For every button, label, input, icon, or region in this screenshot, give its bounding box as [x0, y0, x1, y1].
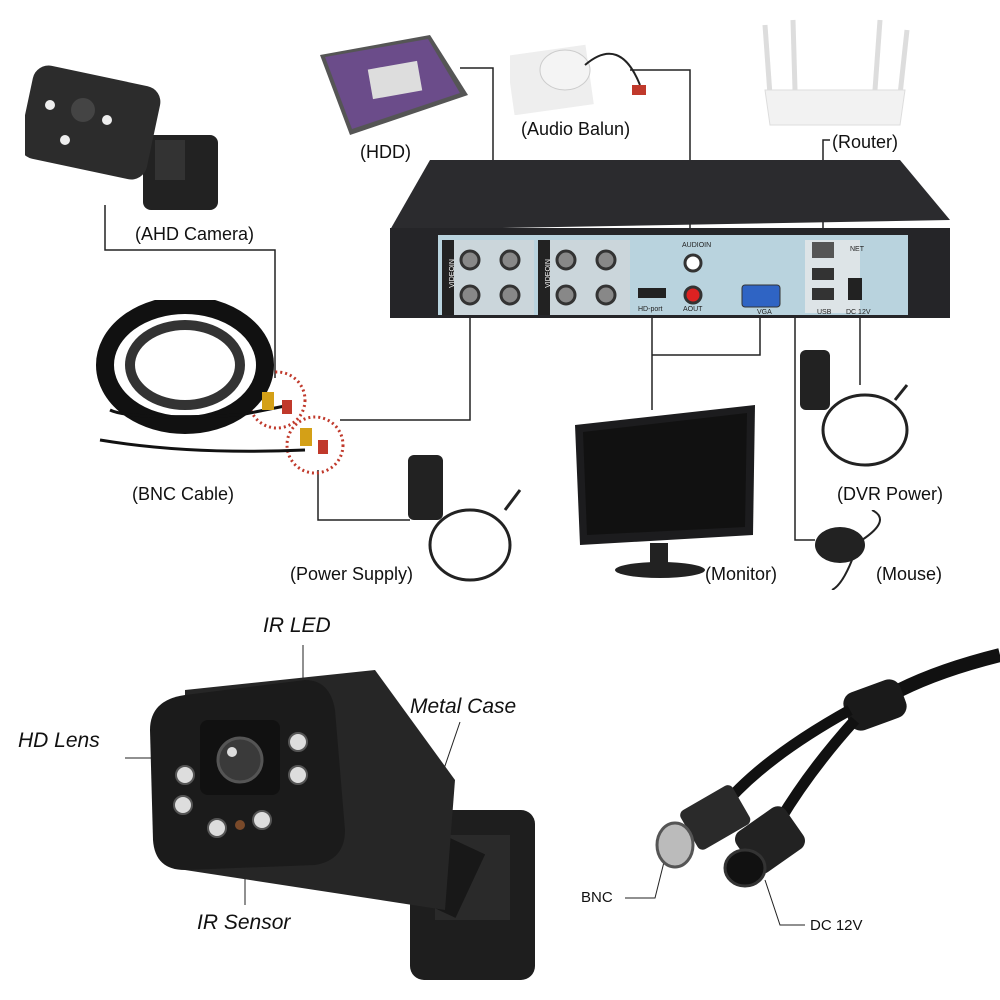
vga-label: VGA	[757, 309, 772, 316]
dvr-power-adapter-image	[795, 345, 920, 475]
audio-balun-label: (Audio Balun)	[521, 119, 631, 139]
bnc-dc-cable-image	[640, 640, 1000, 900]
hdd-label: (HDD)	[360, 142, 411, 162]
router-label: (Router)	[832, 132, 899, 152]
dvr-power-label: (DVR Power)	[837, 484, 944, 504]
hdd-image	[310, 35, 468, 135]
usb-label: USB	[817, 309, 832, 316]
ahd-camera-image	[19, 65, 225, 215]
bnc-cable-image	[90, 296, 340, 470]
bnc-cable-label: (BNC Cable)	[132, 484, 235, 504]
ahd-camera-label: (AHD Camera)	[135, 224, 255, 244]
ir-sensor-label: IR Sensor	[197, 911, 291, 934]
ir-led-label: IR LED	[263, 614, 331, 637]
hd-lens-label: HD Lens	[18, 729, 100, 752]
net-label: NET	[850, 246, 864, 253]
mouse-image	[812, 509, 892, 591]
power-supply-label: (Power Supply)	[290, 564, 414, 584]
power-supply-image	[400, 450, 525, 590]
monitor-image	[575, 405, 760, 580]
camera-closeup-image	[145, 670, 545, 990]
hd-port-label: HD-port	[638, 306, 663, 313]
dc-connector-label: DC 12V	[810, 917, 863, 934]
monitor-label: (Monitor)	[705, 564, 778, 584]
audio-out-label: AOUT	[683, 306, 703, 313]
router-image	[755, 15, 915, 130]
audio-in-label: AUDIOIN	[682, 242, 712, 249]
audio-balun-image	[506, 30, 660, 116]
mouse-label: (Mouse)	[876, 564, 943, 584]
metal-case-label: Metal Case	[410, 695, 517, 718]
dvr-recorder: VIDEOIN VIDEOIN AUDIOIN AOUT HD-port VGA…	[390, 160, 950, 320]
bnc-connector-label: BNC	[581, 889, 613, 906]
dc-label: DC 12V	[846, 309, 871, 316]
